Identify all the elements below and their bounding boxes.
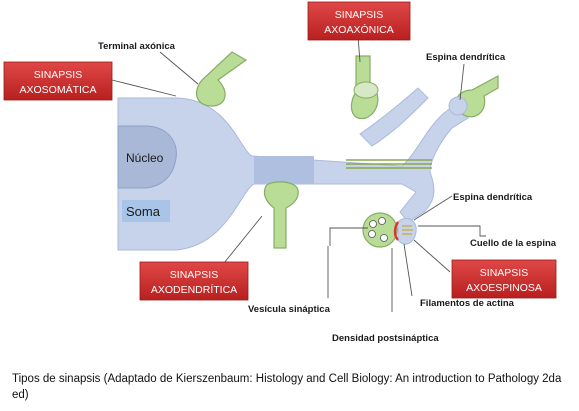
- box-axodendritica: SINAPSIS AXODENDRÍTICA: [139, 261, 249, 301]
- box-axoespinosa-line1: SINAPSIS: [480, 267, 528, 279]
- box-axodendritica-line2: AXODENDRÍTICA: [151, 283, 237, 296]
- label-cuello-espina: Cuello de la espina: [470, 238, 557, 249]
- synapse-diagram: Terminal axónica Espina dendrítica Espin…: [3, 1, 557, 344]
- label-terminal-axonica: Terminal axónica: [98, 41, 176, 52]
- box-axodendritica-line1: SINAPSIS: [170, 269, 218, 281]
- spine-terminal-top: [448, 74, 499, 118]
- axodendritic-terminal: [263, 181, 299, 249]
- box-axoaxonica-line2: AXOAXÓNICA: [324, 23, 393, 36]
- axosomatic-terminal: [195, 51, 248, 107]
- neuron: [117, 87, 469, 251]
- soma-patch: [122, 200, 170, 222]
- box-axoaxonica: SINAPSIS AXOAXÓNICA: [307, 1, 411, 41]
- label-espina-dendritica-mid: Espina dendrítica: [453, 192, 533, 203]
- axospinous-terminal: [362, 212, 417, 248]
- leader-lines: [111, 35, 486, 312]
- box-axosomatica: SINAPSIS AXOSOMÁTICA: [3, 61, 113, 101]
- box-axoaxonica-line1: SINAPSIS: [335, 9, 383, 21]
- label-espina-dendritica-top: Espina dendrítica: [426, 52, 506, 63]
- box-axosomatica-line2: AXOSOMÁTICA: [19, 83, 96, 96]
- box-axoespinosa: SINAPSIS AXOESPINOSA: [451, 259, 557, 299]
- labels: Terminal axónica Espina dendrítica Espin…: [98, 41, 557, 344]
- box-axosomatica-line1: SINAPSIS: [34, 69, 82, 81]
- nucleus: [117, 125, 177, 189]
- box-axoespinosa-line2: AXOESPINOSA: [466, 282, 542, 294]
- label-filamentos-actina: Filamentos de actina: [420, 298, 515, 309]
- axoaxonic-terminal: [350, 55, 379, 120]
- figure-caption: Tipos de sinapsis (Adaptado de Kierszenb…: [12, 373, 562, 401]
- axon-branch: [359, 87, 429, 147]
- axon-filaments: [346, 159, 432, 169]
- label-densidad-postsinaptica: Densidad postsináptica: [332, 333, 439, 344]
- axon-hillock: [254, 156, 314, 184]
- label-vesicula-sinaptica: Vesícula sináptica: [248, 304, 331, 315]
- label-soma: Soma: [126, 204, 161, 219]
- label-nucleo: Núcleo: [126, 151, 164, 165]
